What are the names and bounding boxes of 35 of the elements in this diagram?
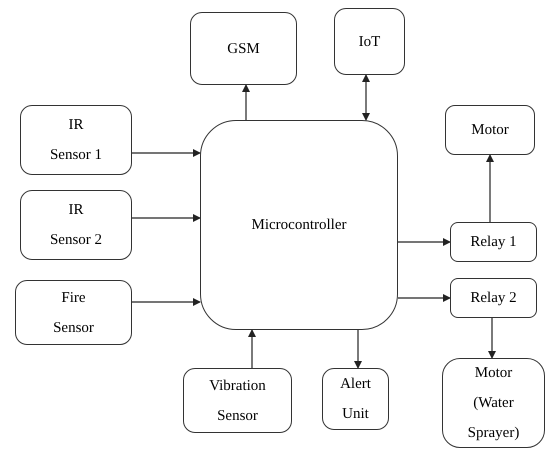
arrow (362, 74, 370, 121)
box-label: Motor (Water Sprayer) (466, 364, 520, 443)
process-box (20, 190, 132, 260)
process-box (445, 105, 535, 155)
process-box (450, 222, 537, 262)
box-label: IoT (358, 32, 380, 52)
box-label: Motor (471, 121, 509, 140)
process-box (322, 368, 389, 430)
box-label: Vibration Sensor (208, 376, 266, 426)
arrow (486, 154, 494, 222)
arrow (248, 329, 256, 368)
box-label: Fire Sensor (52, 288, 95, 338)
box-label: IR Sensor 1 (48, 116, 104, 165)
box-label: Relay 2 (470, 289, 517, 308)
arrow (398, 238, 451, 246)
process-box (200, 120, 398, 330)
box-label: Relay 1 (470, 233, 517, 252)
process-box (450, 278, 537, 318)
process-box (190, 12, 297, 85)
process-box (183, 368, 292, 433)
arrow (242, 84, 250, 120)
arrow (354, 330, 362, 369)
box-label: GSM (227, 40, 260, 58)
arrow (132, 149, 201, 157)
arrow (488, 318, 496, 359)
process-box (442, 358, 545, 448)
process-box (334, 8, 405, 75)
box-label: Alert Unit (339, 375, 372, 424)
process-box (20, 105, 132, 175)
process-box (15, 280, 132, 345)
arrow (132, 298, 201, 306)
box-label: Microcontroller (252, 216, 346, 235)
arrow (398, 294, 451, 302)
arrow (132, 214, 201, 222)
box-label: IR Sensor 2 (48, 201, 104, 250)
